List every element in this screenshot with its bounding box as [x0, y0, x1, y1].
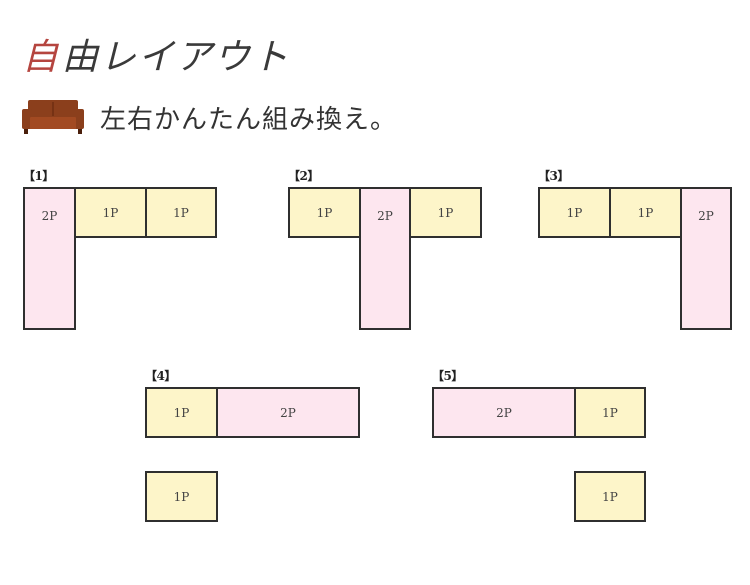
- seat-2p: 2P: [432, 387, 576, 438]
- sofa-icon: [22, 100, 84, 134]
- seat-1p: 1P: [574, 471, 646, 522]
- seat-2p: 2P: [680, 187, 732, 330]
- seat-1p: 1P: [145, 387, 218, 438]
- subtitle-text: 左右かんたん組み換え。: [100, 104, 398, 135]
- seat-1p: 1P: [145, 471, 218, 522]
- layout-label: 【5】: [432, 369, 463, 383]
- layout-label: 【4】: [145, 369, 176, 383]
- seat-1p: 1P: [538, 187, 611, 238]
- seat-1p: 1P: [574, 387, 646, 438]
- seat-1p: 1P: [145, 187, 217, 238]
- layout-label: 【3】: [538, 169, 569, 183]
- seat-1p: 1P: [74, 187, 147, 238]
- page-title: 自由レイアウト: [22, 30, 290, 86]
- seat-1p: 1P: [609, 187, 682, 238]
- title-accent: 自: [22, 37, 61, 78]
- seat-1p: 1P: [288, 187, 361, 238]
- layout-label: 【1】: [23, 169, 54, 183]
- layout-label: 【2】: [288, 169, 319, 183]
- seat-2p: 2P: [359, 187, 411, 330]
- seat-1p: 1P: [409, 187, 482, 238]
- seat-2p: 2P: [23, 187, 76, 330]
- title-rest: 由レイアウト: [62, 37, 291, 78]
- seat-2p: 2P: [216, 387, 360, 438]
- subtitle-row: 左右かんたん組み換え。: [22, 96, 397, 138]
